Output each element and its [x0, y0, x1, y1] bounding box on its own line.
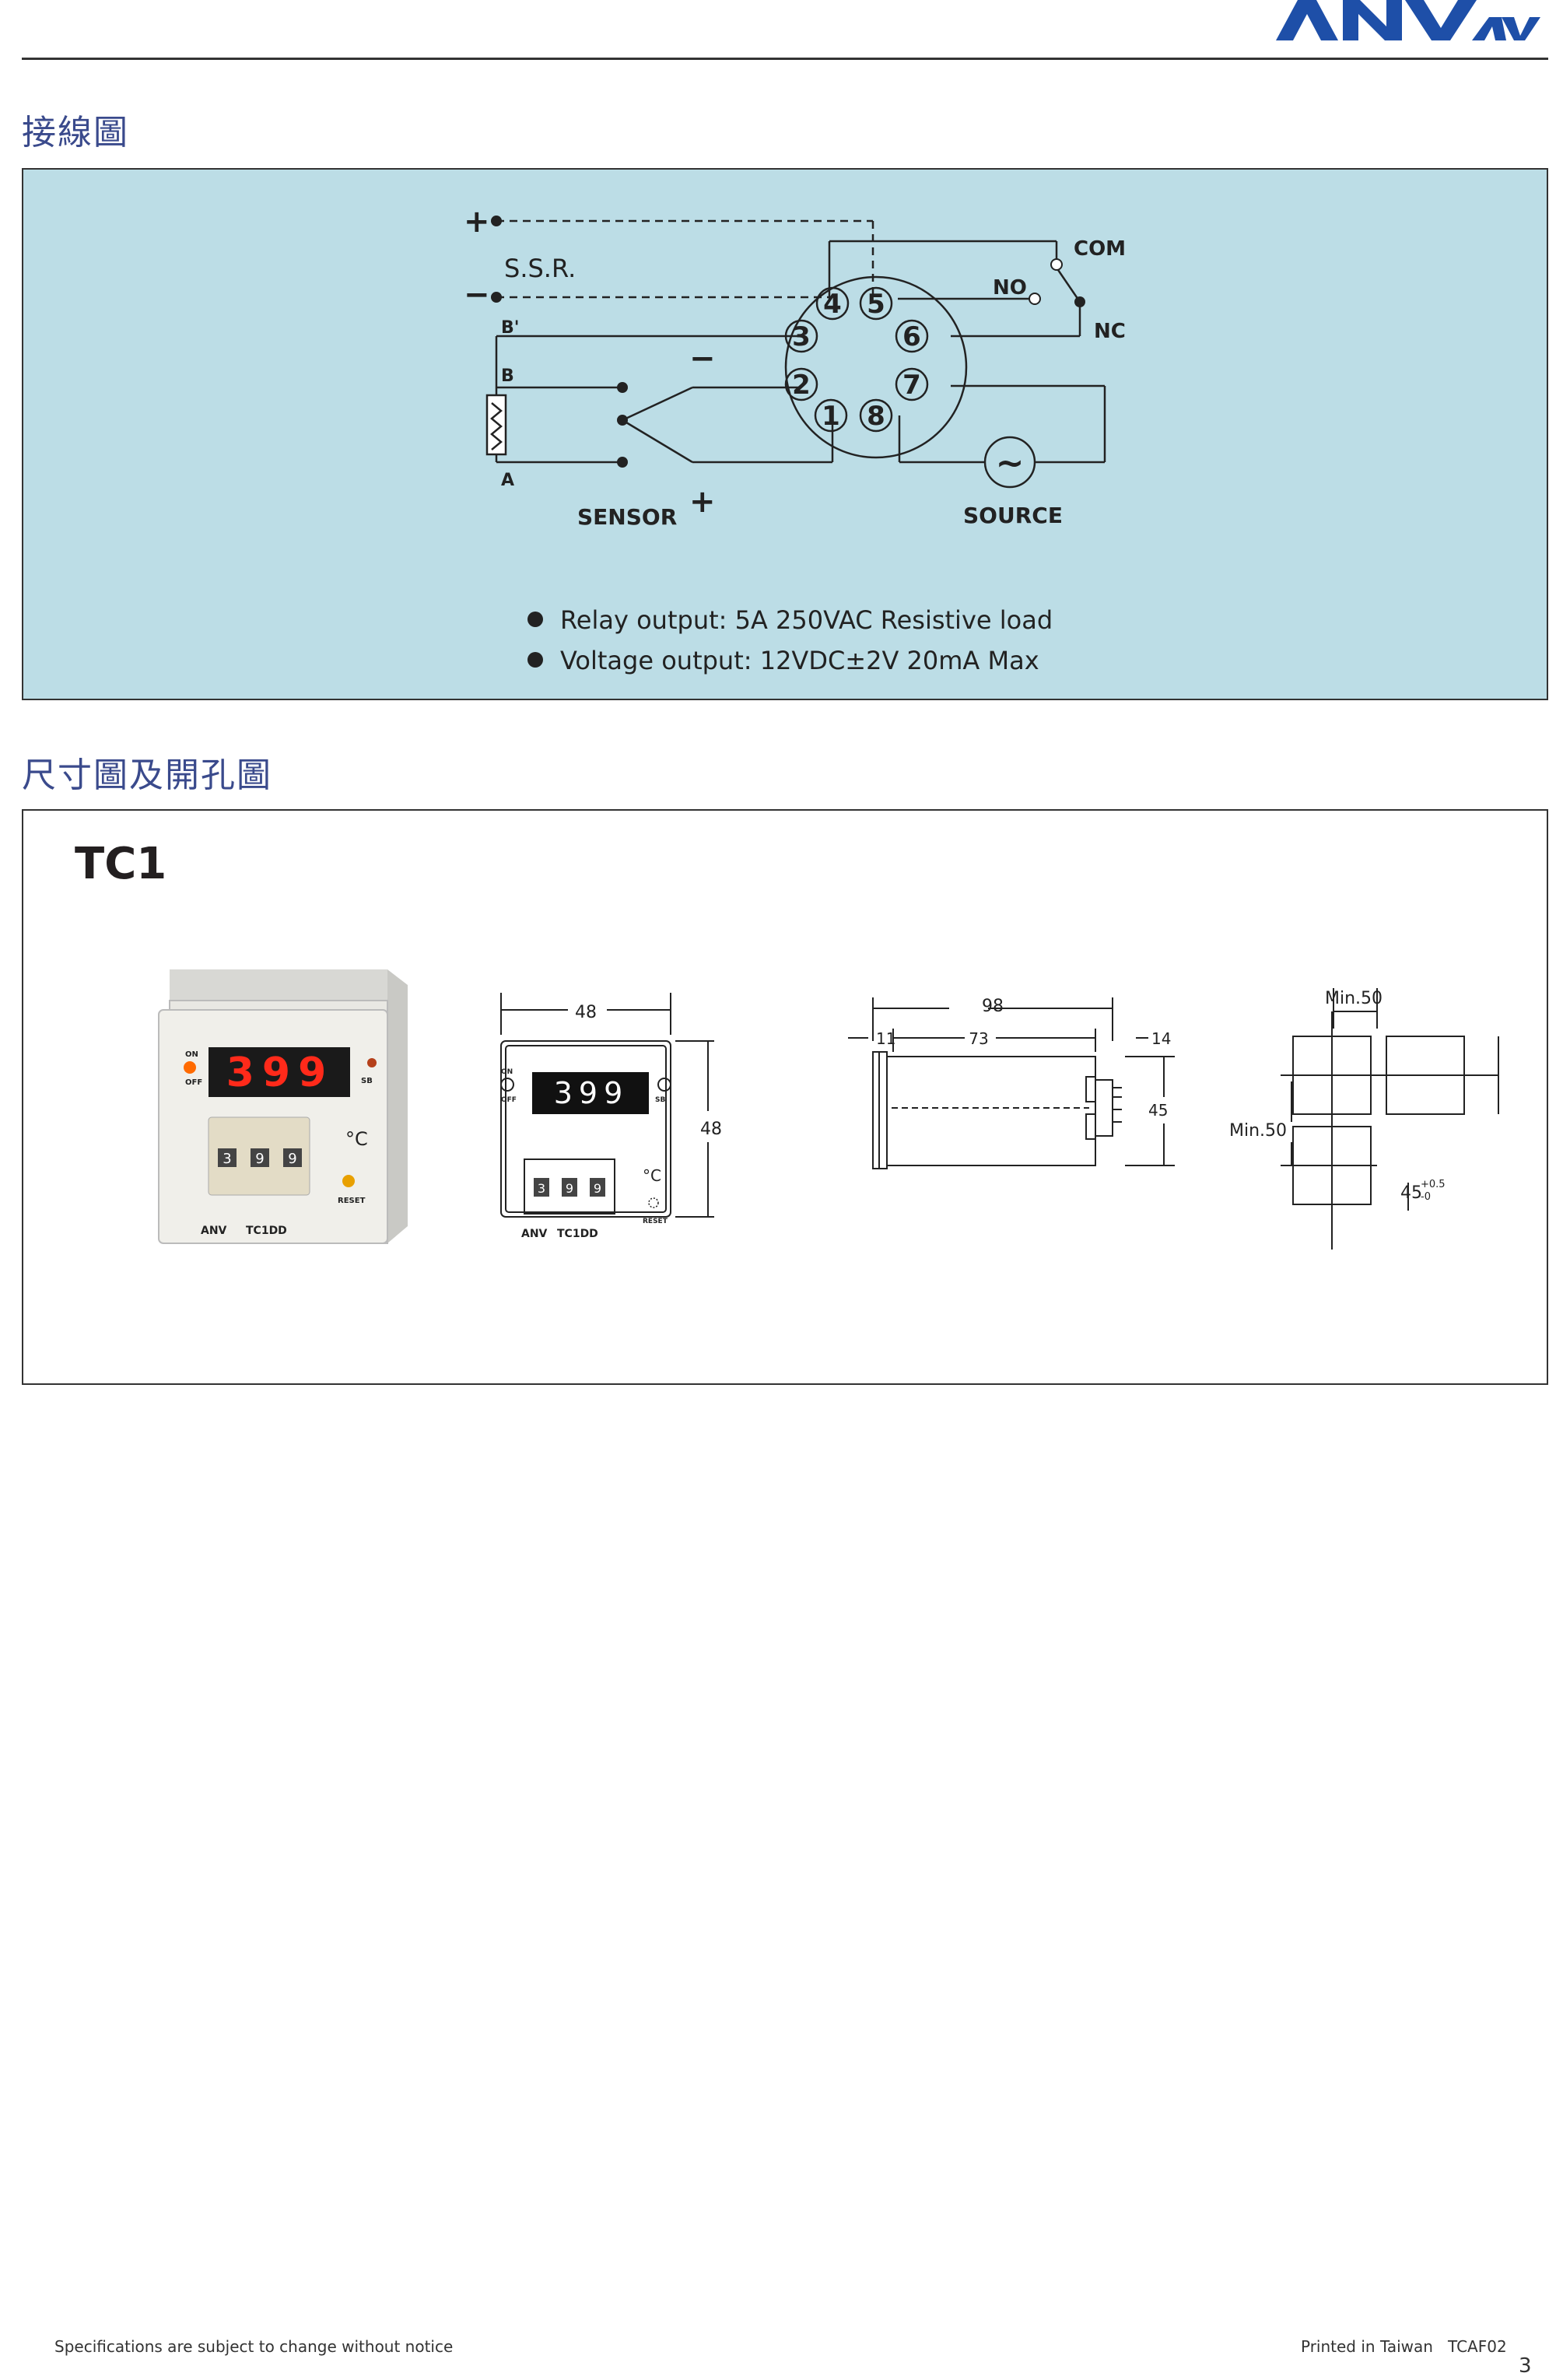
pin-label-2: 2 [792, 370, 811, 401]
side-view-drawing: 98 11 73 14 45 [848, 997, 1175, 1169]
side-front-dim: 11 [876, 1029, 895, 1048]
wiring-diagram: 1 2 3 4 5 6 7 8 + − S.S.R. B' B A SENSOR… [464, 204, 1126, 675]
product-photo: 399 ON OFF SB 3 9 9 °C RESET ANV TC1DD [158, 969, 408, 1244]
side-total-dim: 98 [982, 997, 1004, 1016]
cutout-tol-plus: +0.5 [1421, 1179, 1446, 1190]
front-model-label: TC1DD [557, 1228, 598, 1240]
sensor-plus-label: + [689, 484, 716, 520]
front-off-label: OFF [501, 1096, 517, 1104]
source-label: SOURCE [963, 503, 1063, 528]
cutout-size-dim: 45 [1400, 1183, 1422, 1203]
front-switch-3: 9 [594, 1181, 601, 1196]
pin-label-5: 5 [867, 289, 885, 320]
pin-label-1: 1 [822, 401, 840, 432]
relay-output-note: Relay output: 5A 250VAC Resistive load [560, 605, 1053, 635]
sensor-minus-label: − [689, 341, 716, 377]
front-unit-label: °C [643, 1166, 661, 1185]
cutout-min-horizontal: Min.50 [1325, 989, 1383, 1008]
front-reset-label: RESET [643, 1218, 668, 1225]
photo-switch-2: 9 [255, 1151, 264, 1167]
photo-display-digits: 399 [226, 1050, 335, 1096]
page-number: 3 [1519, 2354, 1532, 2378]
ssr-label: S.S.R. [504, 254, 576, 283]
cutout-tol-minus: -0 [1421, 1191, 1431, 1203]
dimensions-section-title: 尺寸圖及開孔圖 [22, 755, 272, 795]
pin-label-6: 6 [902, 321, 921, 352]
com-label: COM [1074, 237, 1126, 261]
cutout-min-vertical: Min.50 [1229, 1121, 1287, 1141]
front-brand: ANV [521, 1228, 548, 1240]
pin-label-8: 8 [867, 401, 885, 432]
dimensions-panel: TC1 399 ON OFF SB 3 9 9 °C RESET ANV TC1… [22, 809, 1548, 1385]
photo-unit-label: °C [345, 1128, 368, 1150]
side-rear-dim: 14 [1151, 1029, 1171, 1048]
front-switch-2: 9 [566, 1181, 573, 1196]
ssr-minus-label: − [464, 277, 490, 313]
sensor-label: SENSOR [577, 504, 677, 530]
side-height-dim: 45 [1148, 1101, 1168, 1120]
photo-on-label: ON [185, 1050, 198, 1059]
pin-label-3: 3 [792, 321, 811, 352]
front-display-digits: 399 [554, 1076, 629, 1110]
wiring-section-title: 接線圖 [22, 113, 129, 152]
model-title: TC1 [75, 839, 167, 889]
ac-source-symbol: ~ [996, 443, 1025, 483]
nc-label: NC [1094, 320, 1126, 343]
wiring-diagram-panel: 1 2 3 4 5 6 7 8 + − S.S.R. B' B A SENSOR… [22, 168, 1548, 700]
front-width-dim: 48 [575, 1003, 597, 1022]
brand-logo [1276, 0, 1540, 40]
photo-switch-3: 9 [288, 1151, 296, 1167]
photo-off-label: OFF [185, 1078, 202, 1087]
a-label: A [501, 471, 514, 490]
pin-label-7: 7 [902, 370, 921, 401]
bullet-icon [527, 612, 543, 627]
photo-model-label: TC1DD [246, 1225, 287, 1237]
panel-cutout-drawing: Min.50 Min.50 45 +0.5 -0 [1229, 988, 1499, 1250]
footer-disclaimer: Specifications are subject to change wit… [54, 2337, 454, 2356]
footer-print-info: Printed in Taiwan TCAF02 [1301, 2337, 1507, 2356]
no-label: NO [993, 276, 1027, 300]
photo-brand: ANV [201, 1225, 227, 1237]
b-prime-label: B' [501, 318, 520, 338]
photo-reset-label: RESET [338, 1197, 366, 1205]
photo-switch-1: 3 [223, 1151, 231, 1167]
b-label: B [501, 366, 514, 386]
ssr-plus-label: + [464, 204, 490, 240]
voltage-output-note: Voltage output: 12VDC±2V 20mA Max [560, 646, 1039, 675]
header-rule [22, 58, 1548, 60]
front-switch-1: 3 [538, 1181, 545, 1196]
pin-label-4: 4 [823, 289, 842, 320]
front-height-dim: 48 [700, 1120, 722, 1139]
front-on-label: ON [501, 1068, 513, 1076]
bullet-icon [527, 652, 543, 668]
front-view-drawing: 48 48 399 ON OFF SB 3 9 9 °C RESET ANV T… [500, 993, 722, 1240]
front-sb-label: SB [655, 1096, 665, 1104]
side-body-dim: 73 [969, 1029, 988, 1048]
photo-sb-label: SB [361, 1077, 373, 1085]
